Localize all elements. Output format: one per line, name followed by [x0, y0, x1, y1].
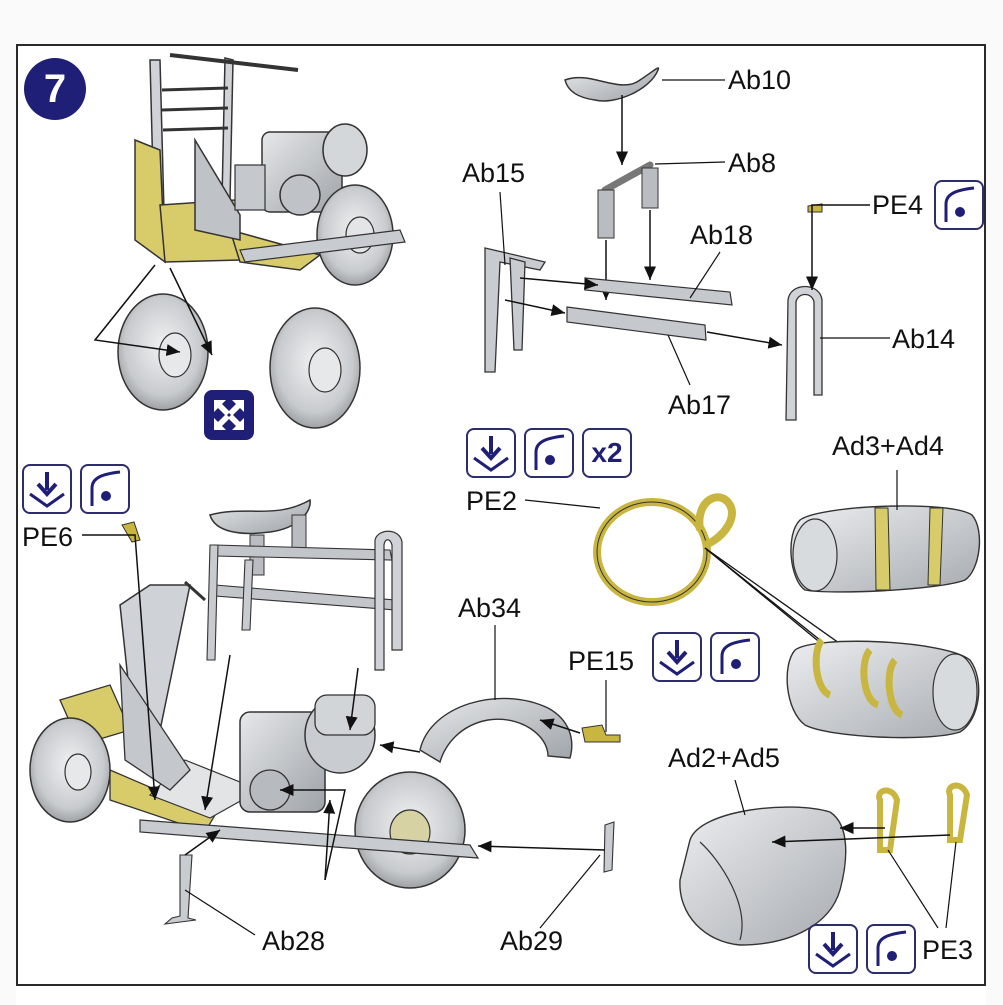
label-pe4: PE4 [872, 190, 924, 220]
label-ab34: Ab34 [458, 593, 522, 623]
multiplier-text: x2 [591, 437, 623, 468]
label-pe2: PE2 [466, 486, 518, 516]
cut-from-sprue-icon [808, 924, 858, 974]
label-ad3-ad4: Ad3+Ad4 [832, 431, 944, 461]
bend-part-icon [866, 924, 916, 974]
bend-part-icon [934, 180, 984, 230]
bend-part-icon [524, 428, 574, 478]
label-ab28: Ab28 [262, 926, 326, 956]
cut-from-sprue-icon [22, 464, 72, 514]
label-ab18: Ab18 [690, 220, 754, 250]
swap-orientation-icon [204, 390, 254, 440]
step-number-badge: 7 [24, 58, 86, 120]
main-assembly-drawing [29, 498, 621, 936]
multiplier-badge: x2 [582, 428, 632, 478]
label-ab8: Ab8 [728, 148, 777, 178]
scooter-top-drawing [93, 53, 406, 429]
label-ab10: Ab10 [728, 65, 792, 95]
label-ab29: Ab29 [500, 926, 564, 956]
bedroll-bag-drawing [524, 470, 981, 946]
seat-frame-subassembly-drawing [484, 67, 890, 421]
bend-part-icon [710, 632, 760, 682]
bend-part-icon [80, 464, 130, 514]
label-pe3: PE3 [922, 935, 974, 965]
label-ab14: Ab14 [892, 324, 956, 354]
label-ad2-ad5: Ad2+Ad5 [668, 743, 780, 773]
next-step-frame-edge [16, 984, 986, 1005]
label-pe15: PE15 [568, 646, 635, 676]
cut-from-sprue-icon [652, 632, 702, 682]
cut-from-sprue-icon [466, 428, 516, 478]
label-pe6: PE6 [22, 522, 74, 552]
label-ab15: Ab15 [462, 158, 526, 188]
label-ab17: Ab17 [668, 390, 732, 420]
